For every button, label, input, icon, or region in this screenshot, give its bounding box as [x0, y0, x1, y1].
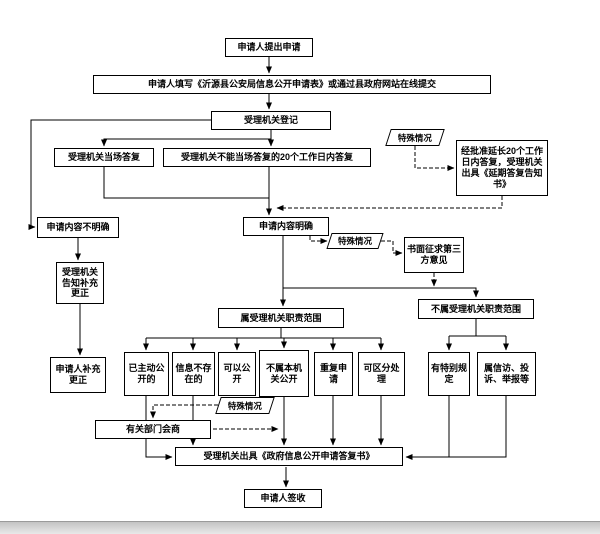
node-applicant-supplement-correct: 申请人补充更正 [50, 357, 106, 393]
special-case-badge-3: 特殊情况 [215, 397, 275, 414]
node-info-not-exist: 信息不存在的 [172, 352, 215, 396]
special-case-badge-1: 特殊情况 [385, 129, 445, 146]
node-outside-scope: 不属受理机关职责范围 [418, 299, 534, 319]
special-case-label-2: 特殊情况 [337, 236, 372, 246]
node-repeat-application: 重复申请 [314, 352, 353, 396]
node-content-unclear: 申请内容不明确 [37, 217, 119, 238]
special-case-badge-2: 特殊情况 [326, 233, 384, 249]
node-applicant-submit: 申请人提出申请 [225, 38, 313, 57]
node-third-party-opinion: 书面征求第三方意见 [404, 237, 464, 273]
node-onspot-reply: 受理机关当场答复 [54, 148, 154, 167]
node-applicant-sign: 申请人签收 [244, 489, 322, 508]
node-special-rules: 有特别规定 [428, 352, 470, 396]
node-separable-handling: 可区分处理 [358, 352, 405, 396]
special-case-label-1: 特殊情况 [397, 132, 432, 143]
node-already-public: 已主动公开的 [124, 352, 169, 396]
node-department-consult: 有关部门会商 [95, 420, 211, 439]
node-reply-document: 受理机关出具《政府信息公开申请答复书》 [175, 447, 403, 466]
node-notify-supplement-correct: 受理机关告知补充更正 [56, 262, 104, 304]
window-bottom-edge [0, 521, 600, 534]
node-register: 受理机关登记 [211, 111, 331, 130]
node-petition-complaint-report: 属信访、投诉、举报等 [477, 352, 536, 396]
node-deferred-reply-20days: 受理机关不能当场答复的20个工作日内答复 [163, 148, 371, 167]
node-can-disclose: 可以公开 [218, 352, 256, 396]
node-content-clear: 申请内容明确 [243, 217, 329, 236]
special-case-label-3: 特殊情况 [227, 400, 262, 411]
node-fill-application-form: 申请人填写《沂源县公安局信息公开申请表》或通过县政府网站在线提交 [93, 75, 491, 94]
node-extension-notice: 经批准延长20个工作日内答复，受理机关出具《延期答复告知书》 [456, 140, 548, 196]
node-within-scope: 属受理机关职责范围 [218, 308, 344, 328]
node-not-this-organ: 不属本机关公开 [259, 350, 309, 397]
